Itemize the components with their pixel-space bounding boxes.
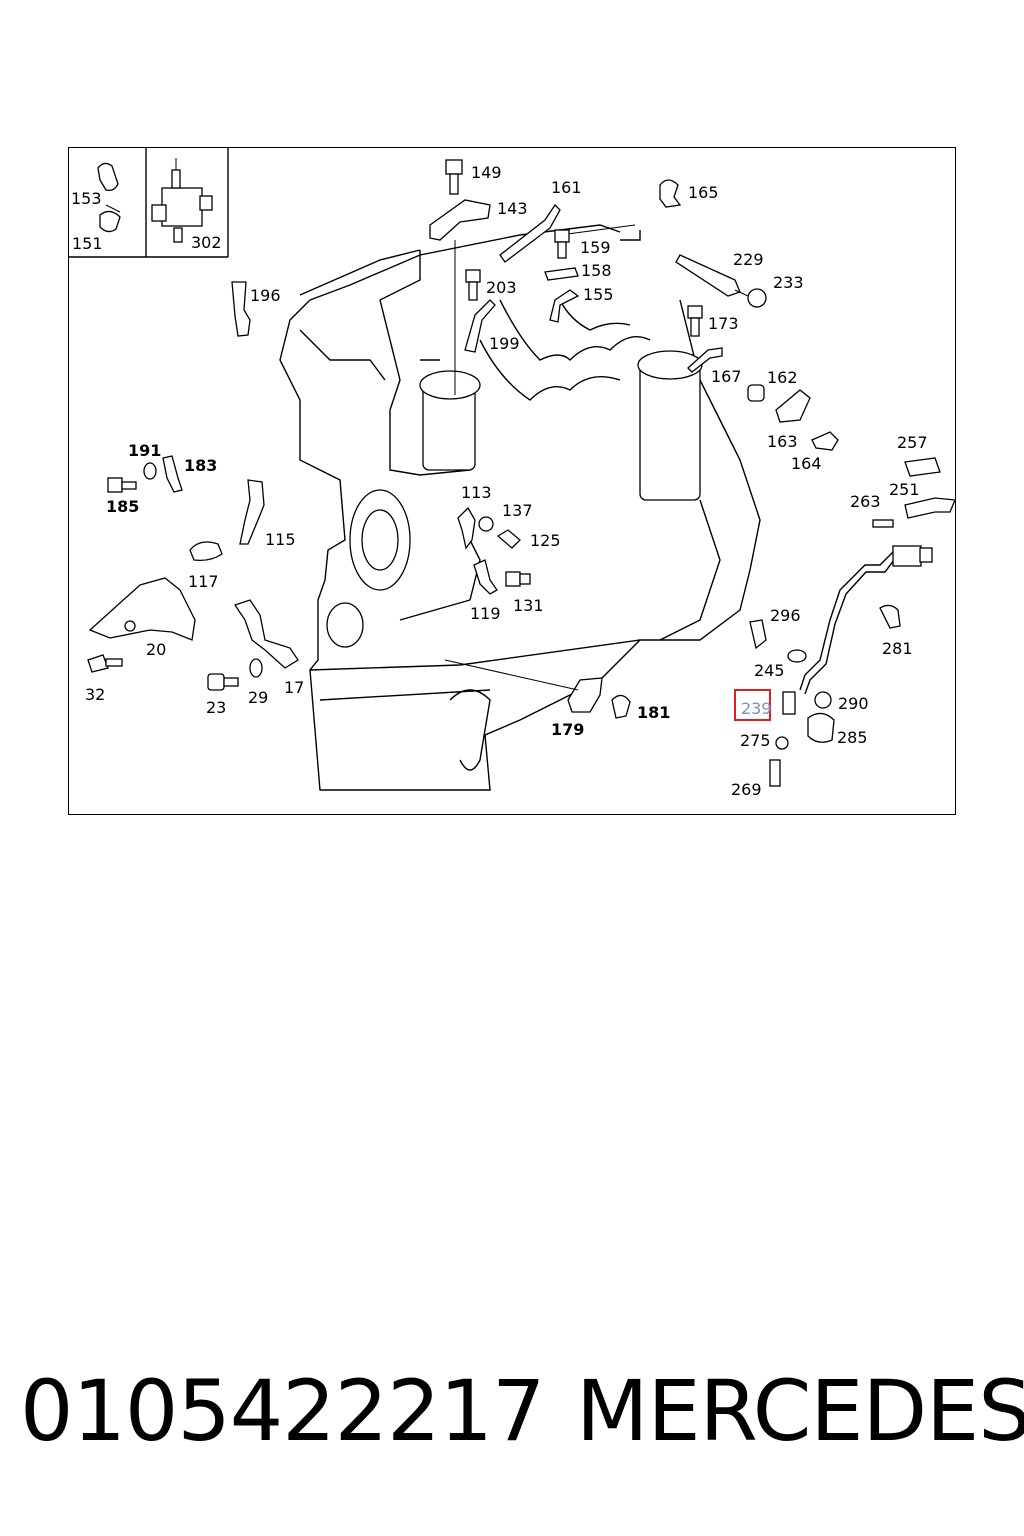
label-167: 167: [711, 367, 742, 386]
brand-name: MERCEDES: [576, 1362, 1024, 1460]
label-290: 290: [838, 694, 869, 713]
label-163: 163: [767, 432, 798, 451]
caption: 0105422217 MERCEDES: [20, 1362, 1024, 1472]
label-125: 125: [530, 531, 561, 550]
label-173: 173: [708, 314, 739, 333]
label-113: 113: [461, 483, 492, 502]
label-131: 131: [513, 596, 544, 615]
label-161: 161: [551, 178, 582, 197]
label-257: 257: [897, 433, 928, 452]
label-17: 17: [284, 678, 304, 697]
label-159: 159: [580, 238, 611, 257]
label-119: 119: [470, 604, 501, 623]
label-179: 179: [551, 720, 584, 739]
label-251: 251: [889, 480, 920, 499]
label-183: 183: [184, 456, 217, 475]
label-117: 117: [188, 572, 219, 591]
label-233: 233: [773, 273, 804, 292]
inset-boxes: [68, 147, 229, 258]
label-302: 302: [191, 233, 222, 252]
label-155: 155: [583, 285, 614, 304]
label-165: 165: [688, 183, 719, 202]
label-296: 296: [770, 606, 801, 625]
label-181: 181: [637, 703, 670, 722]
label-239-highlighted: 239: [741, 699, 772, 718]
label-199: 199: [489, 334, 520, 353]
label-162: 162: [767, 368, 798, 387]
label-153: 153: [71, 189, 102, 208]
label-185: 185: [106, 497, 139, 516]
label-143: 143: [497, 199, 528, 218]
label-164: 164: [791, 454, 822, 473]
label-281: 281: [882, 639, 913, 658]
label-203: 203: [486, 278, 517, 297]
label-269: 269: [731, 780, 762, 799]
label-196: 196: [250, 286, 281, 305]
label-23: 23: [206, 698, 226, 717]
label-32: 32: [85, 685, 105, 704]
label-149: 149: [471, 163, 502, 182]
label-151: 151: [72, 234, 103, 253]
callout-labels: 149 143 161 165 153 151 302 159 158 155 …: [71, 163, 928, 799]
label-158: 158: [581, 261, 612, 280]
label-245: 245: [754, 661, 785, 680]
label-285: 285: [837, 728, 868, 747]
label-29: 29: [248, 688, 268, 707]
highlight-box: [734, 689, 771, 721]
label-191: 191: [128, 441, 161, 460]
label-275: 275: [740, 731, 771, 750]
label-229: 229: [733, 250, 764, 269]
label-115: 115: [265, 530, 296, 549]
label-20: 20: [146, 640, 166, 659]
engine-block: [279, 224, 761, 791]
label-137: 137: [502, 501, 533, 520]
part-number: 0105422217: [20, 1362, 545, 1460]
label-263: 263: [850, 492, 881, 511]
diagram-frame: [68, 147, 956, 815]
part-icons: [87, 159, 956, 787]
